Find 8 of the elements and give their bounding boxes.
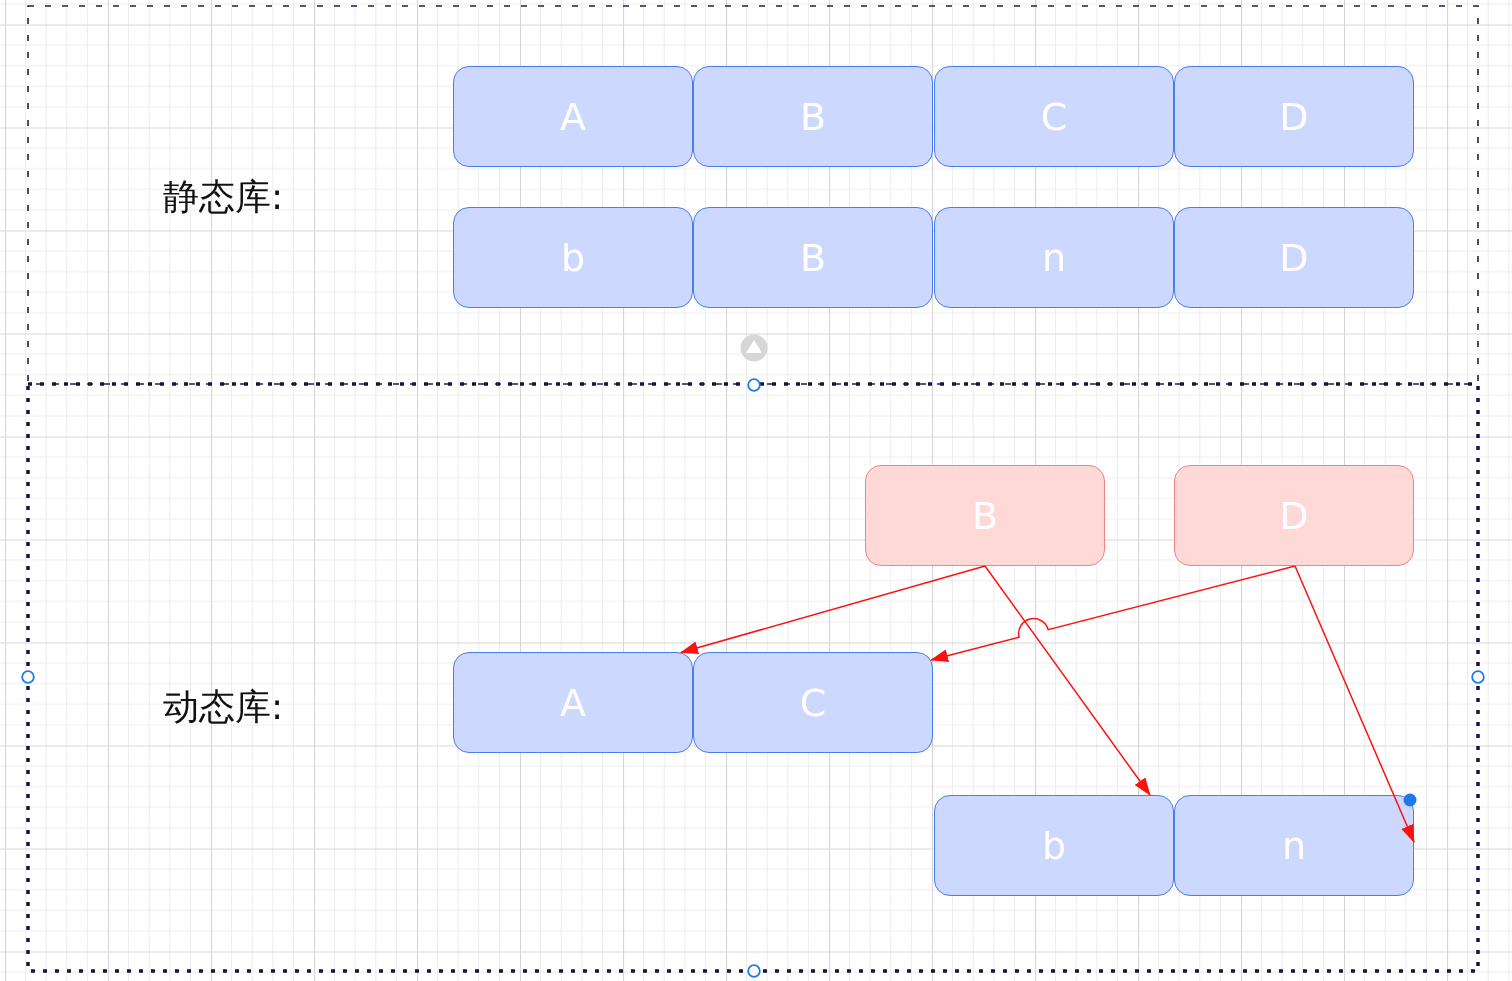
arrow [930,565,1296,663]
arrow [1294,565,1415,843]
panel-label: 静态库: [163,177,284,217]
dashed-frame [28,384,1478,971]
arrow [680,565,986,655]
panel-label: 动态库: [163,687,284,727]
dashed-frame [28,6,1478,384]
arrow [984,565,1151,796]
